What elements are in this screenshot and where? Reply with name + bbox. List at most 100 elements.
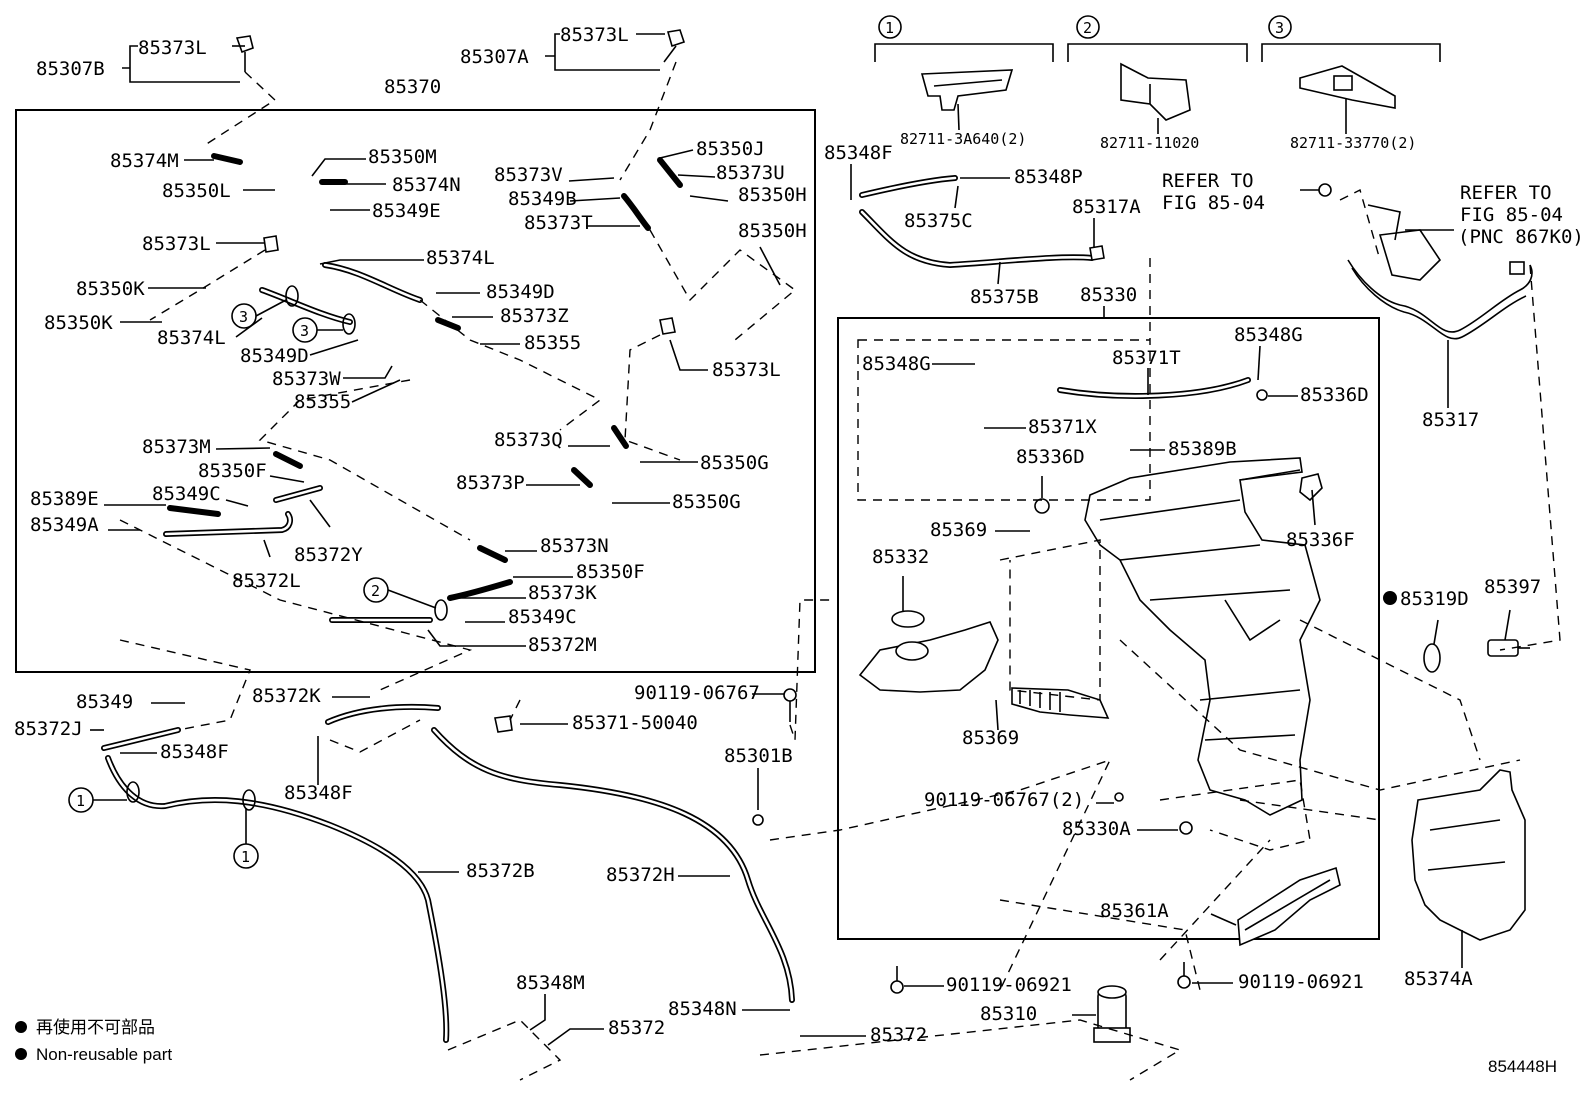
label-85372B: 85372B	[466, 860, 535, 882]
label-85336F: 85336F	[1286, 529, 1355, 551]
label-85350F-b: 85350F	[576, 561, 645, 583]
label-85350G-b: 85350G	[672, 491, 741, 513]
washer-tank-85330	[1084, 457, 1321, 816]
label-85372H: 85372H	[606, 864, 675, 886]
label-85350L: 85350L	[162, 180, 231, 202]
legend-en: Non-reusable part	[36, 1045, 172, 1064]
clamp-1-icon	[920, 69, 1014, 111]
label-85361A: 85361A	[1100, 900, 1169, 922]
label-85348G-b: 85348G	[1234, 324, 1303, 346]
label-85310: 85310	[980, 1003, 1037, 1025]
label-85355-a: 85355	[294, 391, 351, 413]
label-85374L-a: 85374L	[426, 247, 495, 269]
clamp-3-icon	[1299, 65, 1396, 109]
label-85373K: 85373K	[528, 582, 597, 604]
label-85372K: 85372K	[252, 685, 321, 707]
label-85373U: 85373U	[716, 162, 785, 184]
label-85349C-a: 85349C	[152, 483, 221, 505]
callout-ref-2: 2	[371, 582, 380, 600]
label-85350G-a: 85350G	[700, 452, 769, 474]
label-85371-50040: 85371-50040	[572, 712, 698, 734]
label-85348N: 85348N	[668, 998, 737, 1020]
label-85374A: 85374A	[1404, 968, 1473, 990]
callout-1: 1	[885, 19, 894, 37]
group-3-part: 82711-33770(2)	[1290, 134, 1416, 152]
label-85373L-c: 85373L	[142, 233, 211, 255]
label-85373M: 85373M	[142, 436, 211, 458]
bolts-icon	[752, 183, 1332, 994]
label-85349B: 85349B	[508, 188, 577, 210]
hoses-85370-set	[163, 153, 683, 623]
legend: 再使用不可部品 Non-reusable part	[15, 1017, 172, 1064]
group-2-part: 82711-11020	[1100, 134, 1199, 152]
label-85307A: 85307A	[460, 46, 529, 68]
legend-bullet-jp	[15, 1021, 27, 1033]
label-85349E: 85349E	[372, 200, 441, 222]
refer-a-line1: REFER TO	[1162, 170, 1254, 192]
label-90119-06767-2: 90119-06767(2)	[924, 789, 1084, 811]
label-85372L: 85372L	[232, 570, 301, 592]
label-85373N: 85373N	[540, 535, 609, 557]
frame-85370	[15, 109, 816, 673]
label-85350H-a: 85350H	[738, 184, 807, 206]
inlet-85332	[858, 610, 999, 693]
label-85350F-a: 85350F	[198, 460, 267, 482]
label-85307B: 85307B	[36, 58, 105, 80]
legend-bullet-en	[15, 1048, 27, 1060]
group-bracket-1: 1	[874, 15, 1054, 62]
callout-3: 3	[1275, 19, 1284, 37]
label-85317: 85317	[1422, 409, 1479, 431]
refer-b-line1: REFER TO	[1460, 182, 1552, 204]
label-85355-b: 85355	[524, 332, 581, 354]
label-85350M: 85350M	[368, 146, 437, 168]
label-85373Q: 85373Q	[494, 429, 563, 451]
sensor-85397	[1487, 639, 1530, 657]
label-85330: 85330	[1080, 284, 1137, 306]
hose-85372H	[431, 727, 795, 1003]
callout-ref-3b: 3	[300, 322, 309, 340]
legend-jp: 再使用不可部品	[36, 1017, 155, 1037]
callout-ref-1a: 1	[76, 792, 85, 810]
callout-ref-1b: 1	[241, 848, 250, 866]
grommet-85319D	[1423, 643, 1441, 673]
label-85319D: 85319D	[1400, 588, 1469, 610]
label-90119-06767: 90119-06767	[634, 682, 760, 704]
non-reusable-marker	[1383, 591, 1397, 605]
label-85373V: 85373V	[494, 164, 563, 186]
label-85349D-a: 85349D	[240, 345, 309, 367]
label-85374M: 85374M	[110, 150, 179, 172]
filler-hose-85369	[1011, 687, 1110, 719]
label-85350H-b: 85350H	[738, 220, 807, 242]
label-85374N: 85374N	[392, 174, 461, 196]
ref-callouts: 1 1 3 3 2	[68, 299, 437, 869]
label-85336D-b: 85336D	[1016, 446, 1085, 468]
label-85350J: 85350J	[696, 138, 765, 160]
label-85371T: 85371T	[1112, 347, 1181, 369]
label-85373P: 85373P	[456, 472, 525, 494]
label-85372-b: 85372	[870, 1024, 927, 1046]
part-labels: 85307B 85373L 85307A 85373L 85370 85374M…	[14, 24, 1584, 1046]
label-85349C-b: 85349C	[508, 606, 577, 628]
leader-lines	[90, 33, 1511, 1046]
label-85371X: 85371X	[1028, 416, 1097, 438]
wiring-85317	[1347, 204, 1533, 340]
label-85349A: 85349A	[30, 514, 99, 536]
label-85372J: 85372J	[14, 718, 83, 740]
hose-85372K	[325, 703, 441, 725]
nozzles-icon	[235, 29, 1105, 733]
label-85373W: 85373W	[272, 368, 341, 390]
hose-85371T	[1057, 377, 1251, 399]
refer-b-line3: (PNC 867K0)	[1458, 226, 1584, 248]
label-85348F-a: 85348F	[160, 741, 229, 763]
label-85373L-b: 85373L	[560, 24, 629, 46]
label-85372-a: 85372	[608, 1017, 665, 1039]
diagram-id: 854448H	[1488, 1057, 1557, 1076]
hose-85375B	[859, 209, 1095, 269]
label-85348M: 85348M	[516, 972, 585, 994]
label-85389B: 85389B	[1168, 438, 1237, 460]
label-85373T: 85373T	[524, 212, 593, 234]
bracket-85361A	[1237, 866, 1341, 947]
dashed-connectors	[119, 61, 1561, 1081]
label-85348F-b: 85348F	[284, 782, 353, 804]
